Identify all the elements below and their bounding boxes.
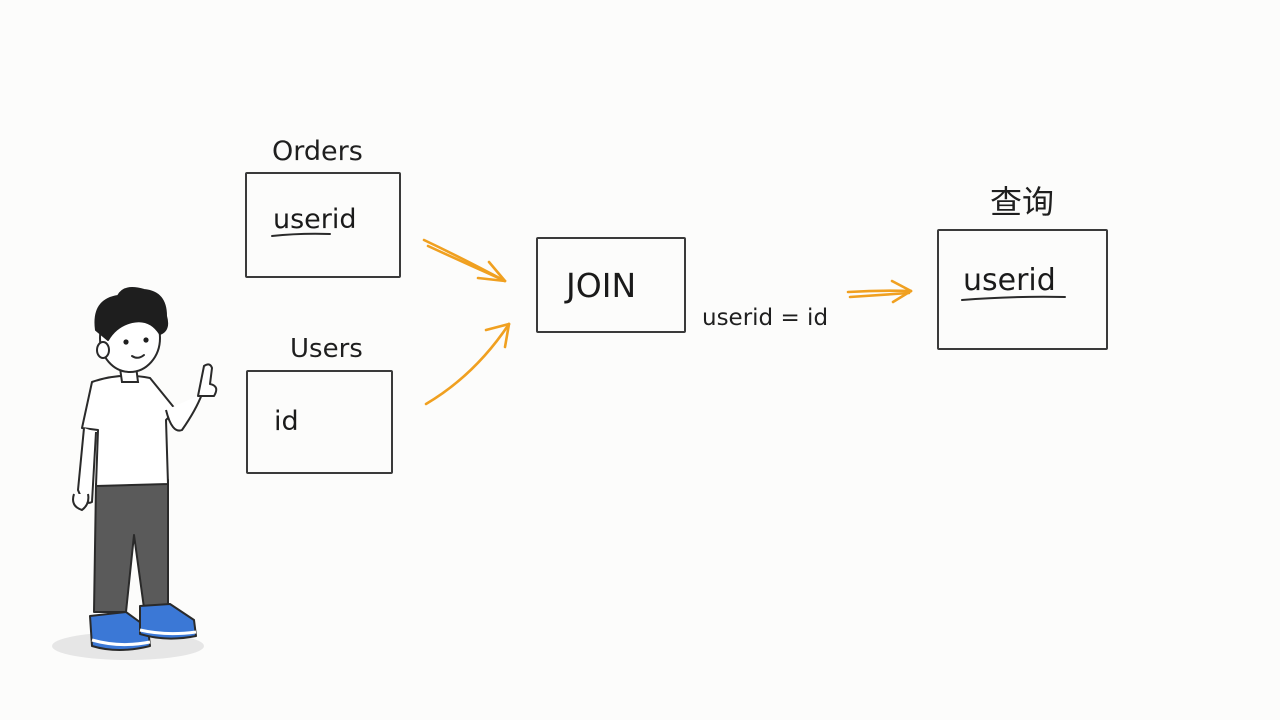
arrow-join-to-result bbox=[846, 279, 913, 304]
result-field-userid: userid bbox=[963, 263, 1056, 298]
cartoon-person-pointing-icon bbox=[52, 287, 218, 660]
orders-field-userid: userid bbox=[273, 204, 357, 235]
result-table-box bbox=[937, 229, 1108, 350]
users-table-title: Users bbox=[290, 334, 363, 364]
join-box bbox=[536, 237, 686, 333]
arrow-orders-to-join bbox=[422, 238, 507, 283]
orders-table-title: Orders bbox=[272, 136, 363, 167]
result-table-title: 查询 bbox=[990, 183, 1055, 221]
users-table-box bbox=[246, 370, 393, 474]
orders-table-box bbox=[245, 172, 401, 278]
users-field-id: id bbox=[274, 406, 299, 437]
join-label: JOIN bbox=[566, 266, 637, 305]
join-condition: userid = id bbox=[702, 305, 829, 331]
arrow-users-to-join bbox=[424, 322, 511, 406]
